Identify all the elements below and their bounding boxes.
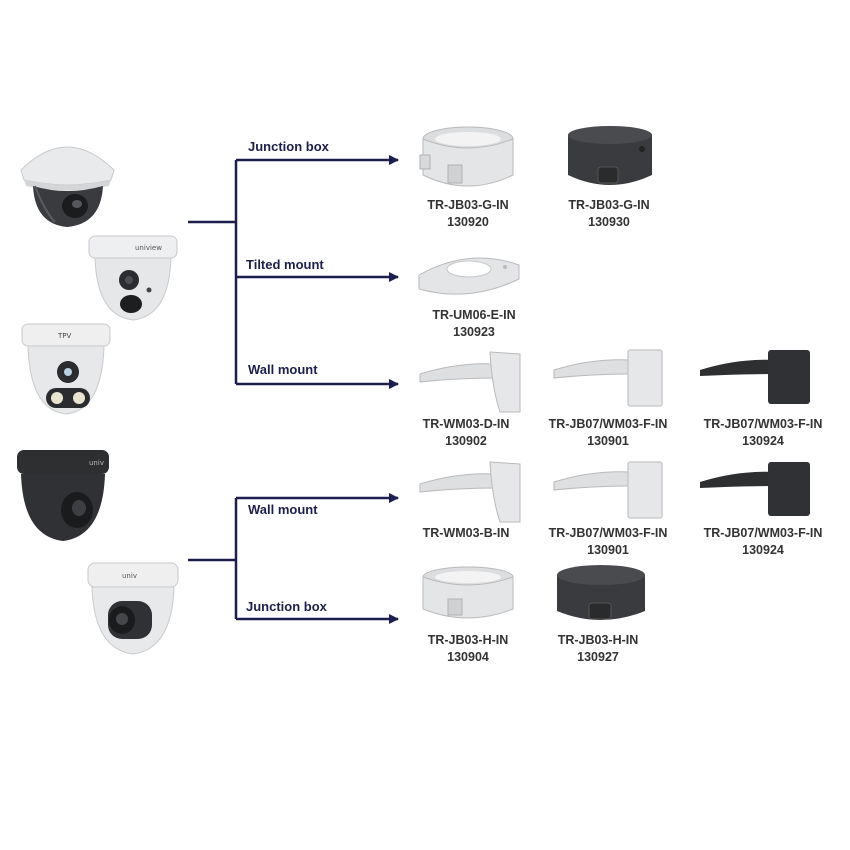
turret-camera-icon: univ <box>87 562 179 655</box>
caption-wm03-b: TR-WM03-B-IN <box>405 525 527 542</box>
tilted-mount-white <box>415 245 523 303</box>
caption-jb07-wm03-f-black-2: TR-JB07/WM03-F-IN 130924 <box>690 525 836 559</box>
junction-box-icon <box>557 565 645 620</box>
wall-mount-black-f-1 <box>698 348 814 408</box>
branch-label-junction-box-1: Junction box <box>248 139 329 154</box>
caption-jb07-wm03-f-white-1: TR-JB07/WM03-F-IN 130901 <box>538 416 678 450</box>
caption-jb07-wm03-f-white-2: TR-JB07/WM03-F-IN 130901 <box>538 525 678 559</box>
model-label: TR-JB07/WM03-F-IN <box>548 417 668 431</box>
camera-dome-white <box>15 132 120 230</box>
wall-mount-icon <box>419 351 521 413</box>
wall-mount-icon <box>700 462 810 516</box>
wall-mount-white-f-2 <box>552 460 666 522</box>
model-label: TR-JB03-G-IN <box>427 198 509 212</box>
wall-mount-white-b <box>418 458 524 524</box>
code-label: 130901 <box>587 543 629 557</box>
camera-turret-tpv: TPV <box>16 322 116 417</box>
code-label: 130924 <box>742 434 784 448</box>
turret-camera-icon: TPV <box>21 323 111 415</box>
junction-box-black-h <box>553 563 649 629</box>
caption-jb03-g-black: TR-JB03-G-IN 130930 <box>548 197 670 231</box>
turret-camera-icon: uniview <box>88 235 178 321</box>
branch-label-wall-mount-2: Wall mount <box>248 502 318 517</box>
code-label: 130923 <box>453 325 495 339</box>
caption-um06-e: TR-UM06-E-IN 130923 <box>413 307 535 341</box>
dome-camera-icon <box>20 146 115 227</box>
model-label: TR-JB03-H-IN <box>557 633 639 647</box>
svg-text:uniview: uniview <box>135 244 162 252</box>
code-label: 130920 <box>447 215 489 229</box>
branch-label-junction-box-2: Junction box <box>246 599 327 614</box>
model-label: TR-UM06-E-IN <box>432 308 516 322</box>
junction-box-white-h <box>418 565 518 627</box>
model-label: TR-JB07/WM03-F-IN <box>703 417 823 431</box>
model-label: TR-JB03-H-IN <box>427 633 509 647</box>
junction-box-white-g <box>418 125 518 197</box>
caption-jb03-h-black: TR-JB03-H-IN 130927 <box>537 632 659 666</box>
code-label: 130930 <box>588 215 630 229</box>
caption-jb03-h-white: TR-JB03-H-IN 130904 <box>407 632 529 666</box>
model-label: TR-JB07/WM03-F-IN <box>703 526 823 540</box>
code-label: 130924 <box>742 543 784 557</box>
svg-text:univ: univ <box>89 459 104 467</box>
wall-mount-icon <box>553 349 663 407</box>
wall-mount-white-f-1 <box>552 348 666 410</box>
caption-jb03-g-white: TR-JB03-G-IN 130920 <box>407 197 529 231</box>
svg-text:univ: univ <box>122 572 137 580</box>
tilted-mount-icon <box>418 257 520 295</box>
wall-mount-icon <box>700 350 810 404</box>
camera-turret-white: uniview <box>85 234 181 324</box>
wall-mount-white-d <box>418 348 524 414</box>
branch-label-tilted-mount: Tilted mount <box>246 257 324 272</box>
junction-box-icon <box>419 126 514 187</box>
wall-mount-icon <box>419 461 521 523</box>
model-label: TR-WM03-B-IN <box>422 526 510 540</box>
wall-mount-black-f-2 <box>698 460 814 520</box>
junction-box-icon <box>422 566 514 619</box>
caption-wm03-d: TR-WM03-D-IN 130902 <box>405 416 527 450</box>
wall-mount-icon <box>553 461 663 519</box>
caption-jb07-wm03-f-black-1: TR-JB07/WM03-F-IN 130924 <box>690 416 836 450</box>
code-label: 130927 <box>577 650 619 664</box>
turret-camera-icon: univ <box>17 450 109 541</box>
branch-label-wall-mount-1: Wall mount <box>248 362 318 377</box>
code-label: 130901 <box>587 434 629 448</box>
code-label: 130904 <box>447 650 489 664</box>
code-label: 130902 <box>445 434 487 448</box>
camera-turret-black: univ <box>13 448 113 543</box>
junction-box-black-g <box>560 125 660 197</box>
svg-text:TPV: TPV <box>57 332 71 340</box>
model-label: TR-JB03-G-IN <box>568 198 650 212</box>
model-label: TR-WM03-D-IN <box>422 417 510 431</box>
junction-box-icon <box>568 126 652 185</box>
camera-turret-white-varifocal: univ <box>84 561 182 657</box>
model-label: TR-JB07/WM03-F-IN <box>548 526 668 540</box>
